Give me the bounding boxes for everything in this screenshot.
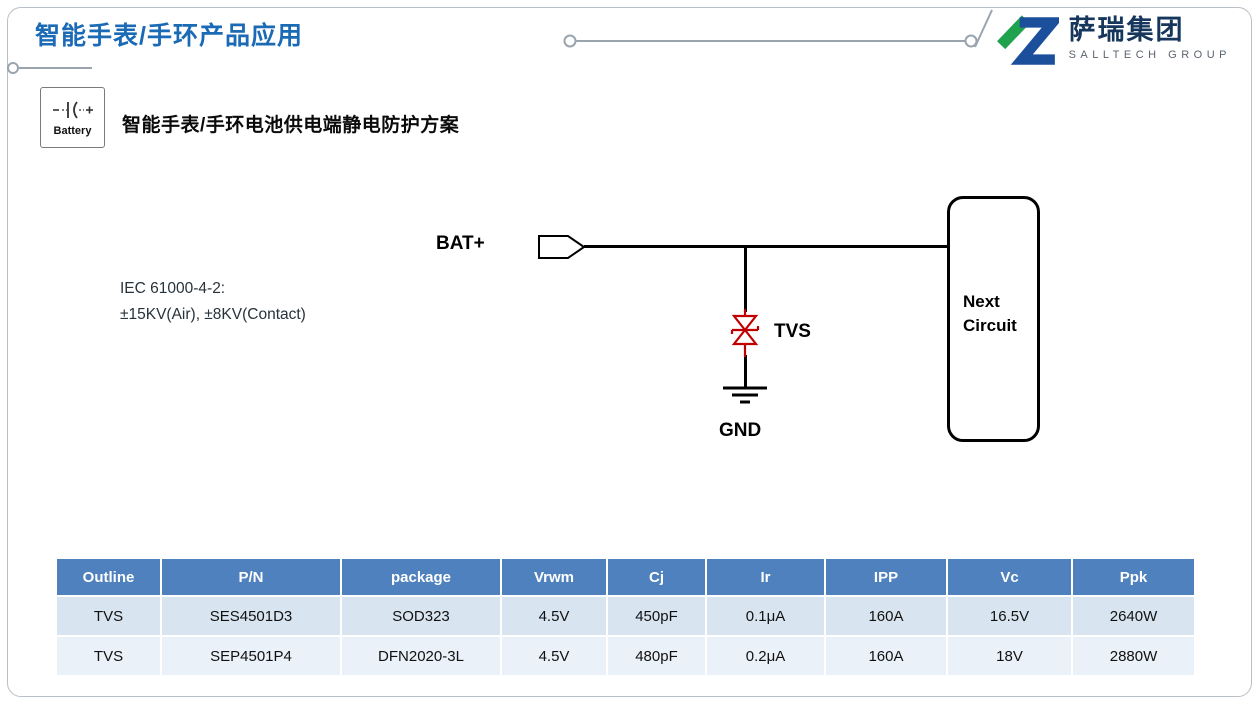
gnd-label: GND — [719, 420, 762, 441]
table-header-cell: P/N — [162, 559, 340, 595]
ground-icon — [723, 386, 767, 404]
table-cell: SEP4501P4 — [162, 637, 340, 675]
table-header-cell: Ir — [707, 559, 824, 595]
decorative-connector-lines — [7, 9, 993, 74]
table-cell: 18V — [948, 637, 1071, 675]
battery-cell-icon — [52, 101, 93, 119]
table-cell: TVS — [57, 637, 160, 675]
table-cell: 160A — [826, 637, 946, 675]
wire-horizontal — [584, 245, 950, 248]
spec-table: Outline P/N package Vrwm Cj Ir IPP Vc Pp… — [57, 559, 1196, 675]
table-cell: TVS — [57, 597, 160, 635]
table-cell: 450pF — [608, 597, 705, 635]
logo-text-en: SALLTECH GROUP — [1068, 49, 1231, 61]
company-logo: 萨瑞集团 SALLTECH GROUP — [996, 14, 1231, 68]
logo-text-cn: 萨瑞集团 — [1068, 15, 1185, 45]
table-cell: 0.2μA — [707, 637, 824, 675]
battery-badge-label: Battery — [53, 125, 92, 137]
next-circuit-line1: Next — [963, 292, 1000, 311]
table-header-cell: package — [342, 559, 500, 595]
table-cell: SOD323 — [342, 597, 500, 635]
bat-connector-icon — [538, 235, 586, 259]
battery-badge: Battery — [40, 87, 105, 148]
tvs-diode-icon — [730, 309, 760, 357]
wire-vertical-bottom — [744, 355, 747, 388]
section-heading: 智能手表/手环电池供电端静电防护方案 — [122, 115, 460, 136]
table-header-cell: Cj — [608, 559, 705, 595]
table-cell: SES4501D3 — [162, 597, 340, 635]
tvs-label: TVS — [774, 321, 811, 342]
table-cell: 4.5V — [502, 597, 606, 635]
page-title: 智能手表/手环产品应用 — [35, 22, 303, 50]
iec-line2: ±15KV(Air), ±8KV(Contact) — [120, 306, 306, 323]
bat-plus-label: BAT+ — [436, 233, 485, 254]
table-cell: 0.1μA — [707, 597, 824, 635]
table-header-cell: Ppk — [1073, 559, 1194, 595]
table-header-cell: Vrwm — [502, 559, 606, 595]
logo-mark-icon — [996, 15, 1059, 65]
table-cell: 2640W — [1073, 597, 1194, 635]
table-cell: 16.5V — [948, 597, 1071, 635]
table-cell: DFN2020-3L — [342, 637, 500, 675]
table-cell: 480pF — [608, 637, 705, 675]
next-circuit-line2: Circuit — [963, 316, 1017, 335]
table-cell: 2880W — [1073, 637, 1194, 675]
table-header-cell: Outline — [57, 559, 160, 595]
table-cell: 160A — [826, 597, 946, 635]
table-header-cell: IPP — [826, 559, 946, 595]
iec-line1: IEC 61000-4-2: — [120, 280, 226, 297]
next-circuit-box: Next Circuit — [947, 196, 1040, 442]
iec-standard-note: IEC 61000-4-2: ±15KV(Air), ±8KV(Contact) — [120, 276, 306, 328]
table-header-cell: Vc — [948, 559, 1071, 595]
wire-vertical-top — [744, 246, 747, 312]
table-cell: 4.5V — [502, 637, 606, 675]
